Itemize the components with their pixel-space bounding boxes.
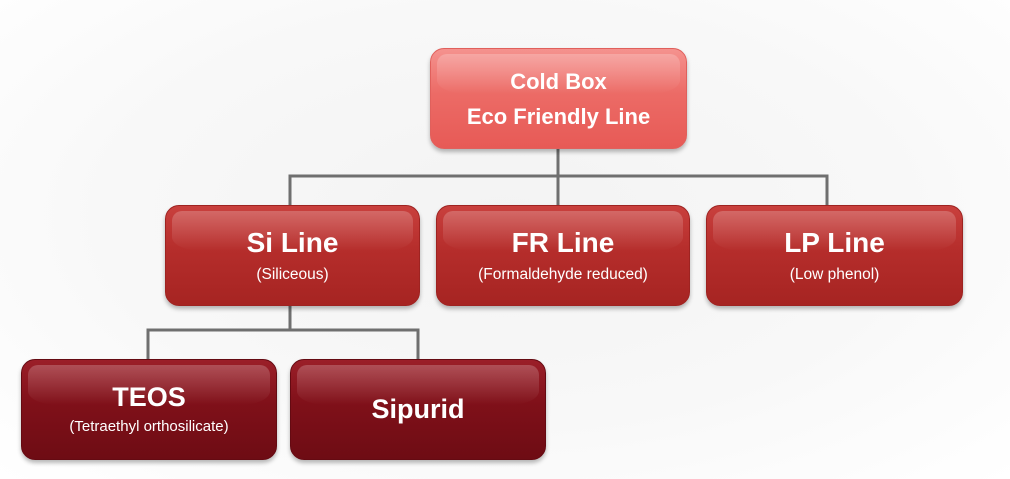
root-node-cold-box: Cold Box Eco Friendly Line: [430, 48, 687, 149]
node-fr-line: FR Line (Formaldehyde reduced): [436, 205, 690, 306]
node-teos-subtitle: (Tetraethyl orthosilicate): [69, 418, 229, 435]
node-si-line: Si Line (Siliceous): [165, 205, 420, 306]
node-teos: TEOS (Tetraethyl orthosilicate): [21, 359, 277, 460]
node-lp-line-subtitle: (Low phenol): [789, 266, 880, 283]
node-lp-line: LP Line (Low phenol): [706, 205, 963, 306]
node-sipurid: Sipurid: [290, 359, 546, 460]
node-teos-title: TEOS: [112, 382, 186, 412]
node-si-line-subtitle: (Siliceous): [256, 266, 329, 283]
root-title-line1: Cold Box: [510, 68, 607, 94]
node-fr-line-title: FR Line: [511, 227, 615, 258]
node-fr-line-subtitle: (Formaldehyde reduced): [478, 266, 648, 283]
node-sipurid-title: Sipurid: [371, 394, 465, 424]
node-lp-line-title: LP Line: [784, 227, 885, 258]
node-si-line-title: Si Line: [246, 227, 339, 258]
root-title-line2: Eco Friendly Line: [466, 103, 651, 129]
